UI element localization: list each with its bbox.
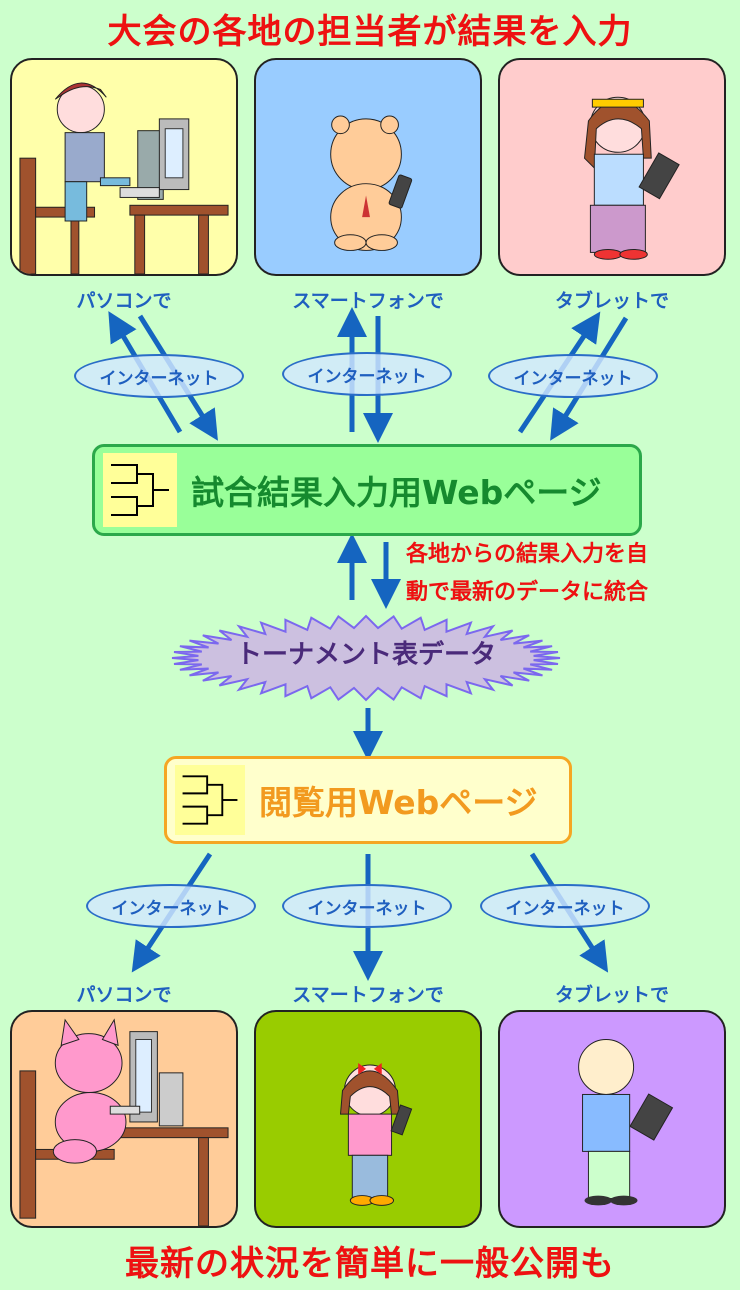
tablet-viewer-illustration <box>578 1038 674 1206</box>
merge-note-line1: 各地からの結果入力を自 <box>406 542 649 567</box>
entry-page-box: 試合結果入力用Webページ <box>92 444 642 536</box>
internet-badge-bottom-tablet: インターネット <box>480 884 650 928</box>
top-device-label-tablet: タブレットで <box>554 290 669 312</box>
bracket-icon <box>103 453 177 527</box>
view-page-box: 閲覧用Webページ <box>164 756 572 844</box>
header-title: 大会の各地の担当者が結果を入力 <box>107 12 633 52</box>
internet-badge-bottom-smartphone: インターネット <box>282 884 452 928</box>
panel-smartphone-user <box>254 58 482 276</box>
internet-badge-top-smartphone: インターネット <box>282 352 452 396</box>
smartphone-viewer-illustration <box>339 1063 413 1206</box>
tournament-data-starburst <box>171 614 561 702</box>
bottom-device-label-pc: パソコンで <box>76 984 172 1006</box>
internet-badge-top-pc: インターネット <box>74 354 244 398</box>
top-device-label-smartphone: スマートフォンで <box>292 290 444 312</box>
entry-page-label: 試合結果入力用Webページ <box>191 473 602 512</box>
tablet-user-illustration <box>584 96 680 260</box>
footer-title: 最新の状況を簡単に一般公開も <box>125 1244 615 1284</box>
pc-user-illustration <box>19 82 229 274</box>
merge-note: 各地からの結果入力を自 動で最新のデータに統合 <box>406 536 736 612</box>
pc-viewer-illustration <box>19 1018 229 1226</box>
panel-smartphone-viewer <box>254 1010 482 1228</box>
view-page-label: 閲覧用Webページ <box>259 783 538 822</box>
merge-note-line2: 動で最新のデータに統合 <box>406 580 649 605</box>
panel-tablet-user <box>498 58 726 276</box>
bottom-device-label-tablet: タブレットで <box>554 984 669 1006</box>
panel-pc-viewer <box>10 1010 238 1228</box>
bracket-icon <box>175 765 245 835</box>
panel-tablet-viewer <box>498 1010 726 1228</box>
tournament-data-label: トーナメント表データ <box>235 640 496 670</box>
top-device-label-pc: パソコンで <box>76 290 172 312</box>
panel-pc-user <box>10 58 238 276</box>
internet-badge-bottom-pc: インターネット <box>86 884 256 928</box>
bottom-device-label-smartphone: スマートフォンで <box>292 984 444 1006</box>
smartphone-user-illustration <box>330 115 413 251</box>
internet-badge-top-tablet: インターネット <box>488 354 658 398</box>
